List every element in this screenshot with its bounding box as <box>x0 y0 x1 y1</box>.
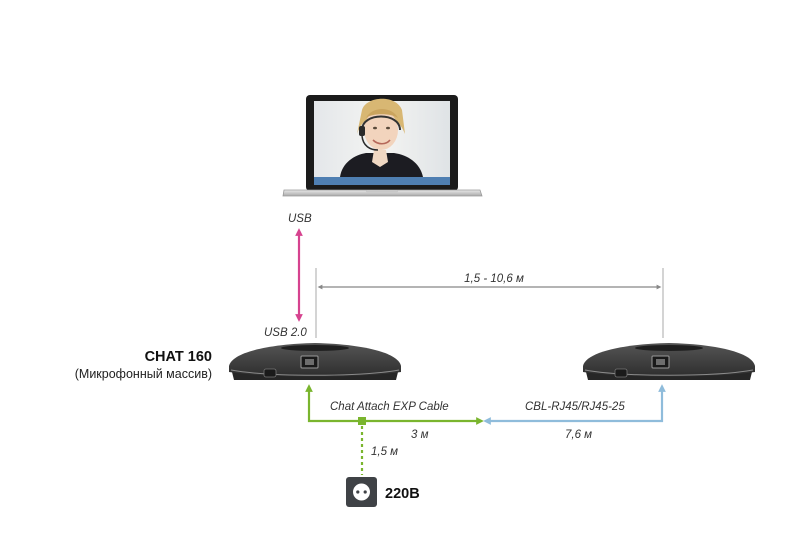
span-label: 1,5 - 10,6 м <box>464 273 524 285</box>
attach-cable-line <box>305 384 484 425</box>
usb-label: USB <box>288 213 312 225</box>
laptop-screen-taskbar <box>314 177 450 185</box>
laptop-base <box>282 189 483 197</box>
microphone-array-main <box>229 343 401 380</box>
webcam-person-image <box>340 98 423 177</box>
rj45-cable-length: 7,6 м <box>565 429 592 441</box>
attach-cable-length: 3 м <box>411 429 429 441</box>
rj45-cable-line <box>483 384 666 425</box>
device-name: CHAT 160 <box>145 349 212 365</box>
microphone-array-secondary <box>583 343 755 380</box>
power-junction-node <box>358 417 366 425</box>
usb2-port-label: USB 2.0 <box>264 327 307 339</box>
power-label: 220В <box>385 486 420 502</box>
rj45-cable-name: CBL-RJ45/RJ45-25 <box>525 401 625 413</box>
power-cable-length: 1,5 м <box>371 446 398 458</box>
device-description: (Микрофонный массив) <box>75 367 212 381</box>
attach-cable-name: Chat Attach EXP Cable <box>330 401 449 413</box>
power-socket-icon <box>346 477 377 507</box>
laptop <box>282 95 483 197</box>
laptop-base-notch <box>366 190 398 193</box>
